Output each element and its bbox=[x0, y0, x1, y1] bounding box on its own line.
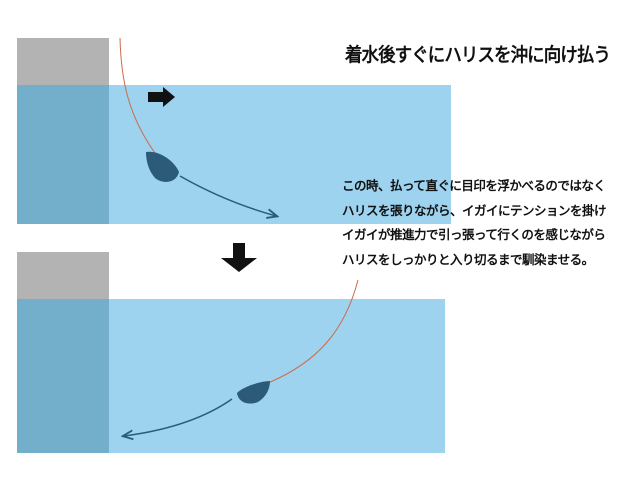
description-text: この時、払って直ぐに目印を浮かべるのではなく ハリスを張りながら、イガイにテンシ… bbox=[342, 174, 640, 272]
lower-drift-arrow bbox=[124, 398, 233, 436]
right-arrow-icon bbox=[148, 87, 175, 107]
upper-drift-arrow bbox=[179, 175, 276, 216]
description-line: ハリスを張りながら、イガイにテンションを掛け bbox=[342, 202, 607, 218]
description-line: ハリスをしっかりと入り切るまで馴染ませる。 bbox=[342, 251, 594, 267]
description-line: この時、払って直ぐに目印を浮かべるのではなく bbox=[342, 178, 606, 193]
upper-panel bbox=[17, 37, 451, 224]
diagram-title: 着水後すぐにハリスを沖に向け払う bbox=[345, 44, 611, 66]
lower-fishing-line bbox=[267, 279, 359, 384]
description-line: イガイが推進力で引っ張って行くのを感じながら bbox=[342, 227, 606, 242]
lower-bait-mussel bbox=[237, 381, 270, 404]
lower-wall-above-water bbox=[17, 252, 109, 299]
upper-bait-mussel bbox=[146, 151, 179, 182]
upper-wall-below-water bbox=[17, 85, 109, 224]
upper-fishing-line bbox=[119, 37, 161, 161]
upper-water bbox=[109, 85, 451, 224]
upper-wall-above-water bbox=[17, 38, 109, 85]
lower-wall-below-water bbox=[17, 299, 109, 453]
lower-panel bbox=[17, 252, 445, 453]
down-arrow-icon bbox=[221, 243, 257, 272]
lower-water bbox=[109, 299, 445, 453]
